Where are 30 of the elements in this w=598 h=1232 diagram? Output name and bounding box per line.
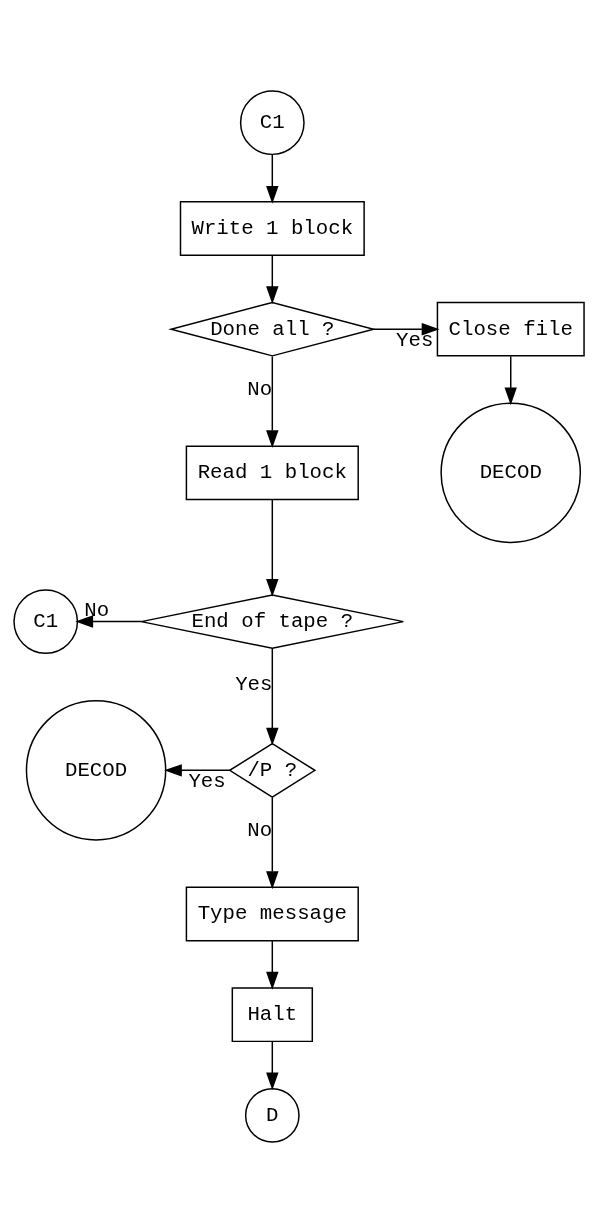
arrow — [372, 322, 440, 335]
arrow — [266, 355, 279, 448]
node-circle: C1 — [239, 89, 305, 155]
node-box: Write 1 block — [179, 200, 365, 256]
node-diamond: End of tape ? — [140, 593, 405, 649]
arrow — [266, 254, 279, 304]
arrow — [504, 355, 517, 405]
arrow — [164, 763, 231, 777]
edge-label: Yes — [396, 328, 434, 352]
arrow — [266, 647, 279, 746]
node-box: Read 1 block — [185, 444, 359, 500]
arrow — [266, 498, 279, 597]
node-circle: DECOD — [25, 699, 167, 841]
node-circle: D — [244, 1087, 300, 1143]
node-box: Type message — [185, 886, 359, 941]
arrow — [266, 1040, 279, 1090]
edge-label: Yes — [235, 672, 273, 696]
node-circle: C1 — [13, 588, 79, 654]
arrow — [266, 153, 279, 204]
edge-label: No — [247, 818, 273, 842]
arrow — [266, 939, 279, 990]
node-circle: DECOD — [440, 402, 582, 543]
arrow — [266, 796, 279, 889]
edge-label: No — [84, 598, 110, 622]
node-diamond: /P ? — [228, 742, 317, 798]
edge-label: No — [247, 377, 273, 401]
node-box: Close file — [436, 301, 585, 357]
arrow — [75, 614, 143, 628]
edge-label: Yes — [188, 769, 226, 793]
node-box: Halt — [231, 986, 314, 1042]
